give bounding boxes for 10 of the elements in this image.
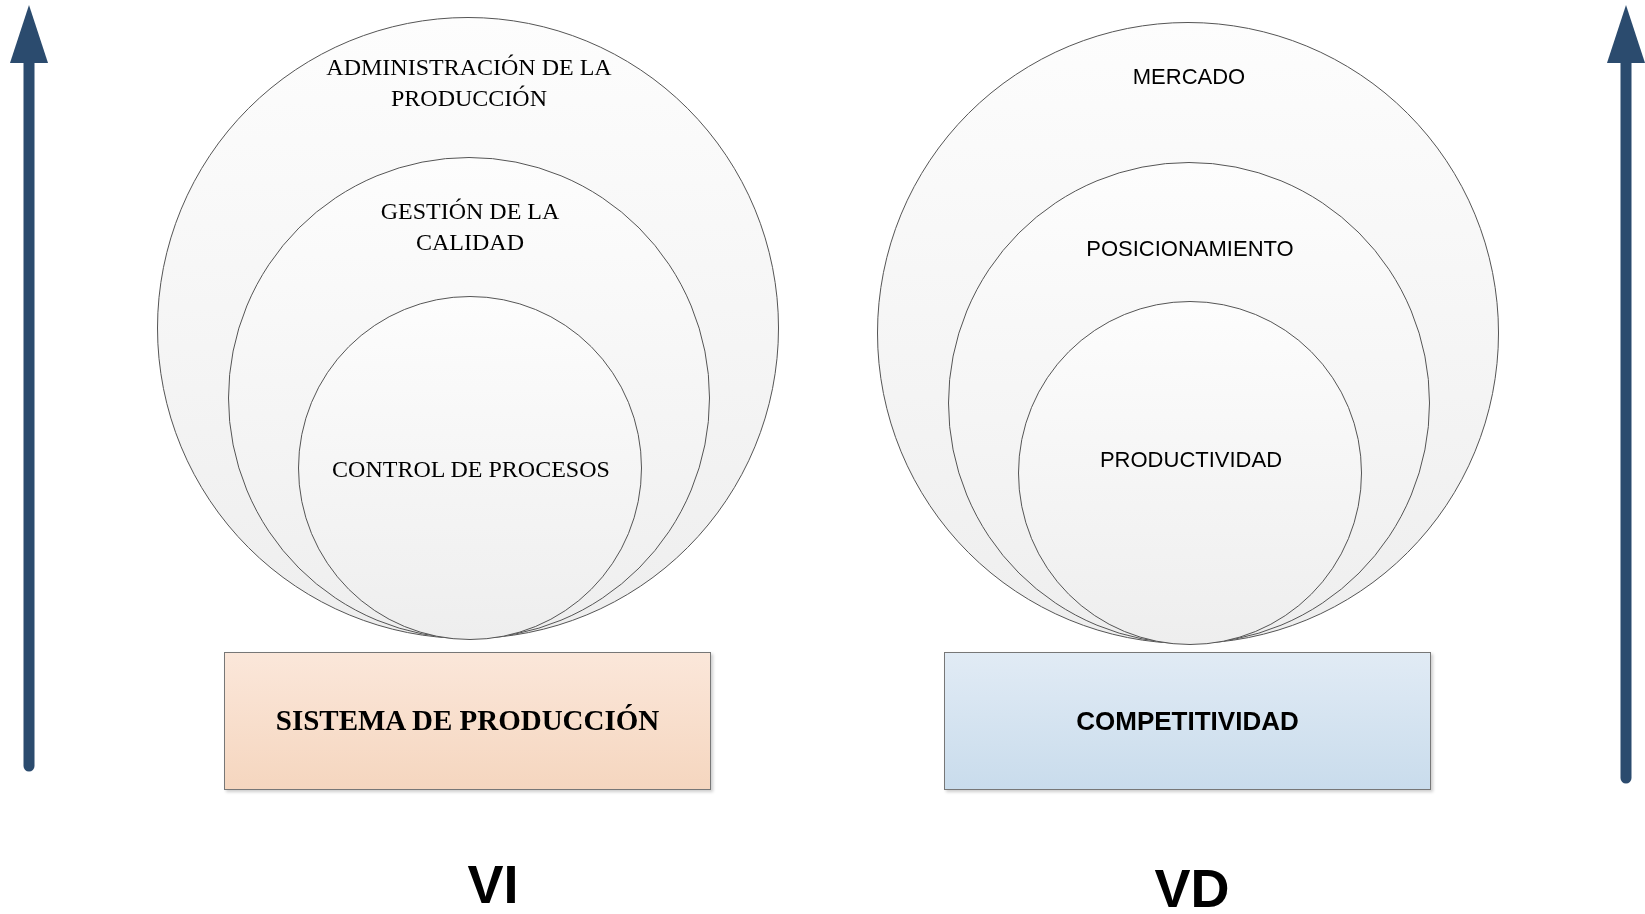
circle-label: GESTIÓN DE LA CALIDAD [379, 197, 561, 257]
circle-label: MERCADO [1131, 63, 1247, 91]
circle-label: CONTROL DE PROCESOS [331, 455, 611, 484]
variable-label: VI [467, 857, 519, 911]
variable-box: SISTEMA DE PRODUCCIÓN [224, 652, 711, 790]
variable-box: COMPETITIVIDAD [944, 652, 1431, 790]
circle-label: PRODUCTIVIDAD [1098, 446, 1284, 474]
variable-label: VD [1154, 861, 1230, 914]
circle-label: POSICIONAMIENTO [1085, 235, 1295, 263]
circle-label: ADMINISTRACIÓN DE LA PRODUCCIÓN [325, 53, 613, 113]
